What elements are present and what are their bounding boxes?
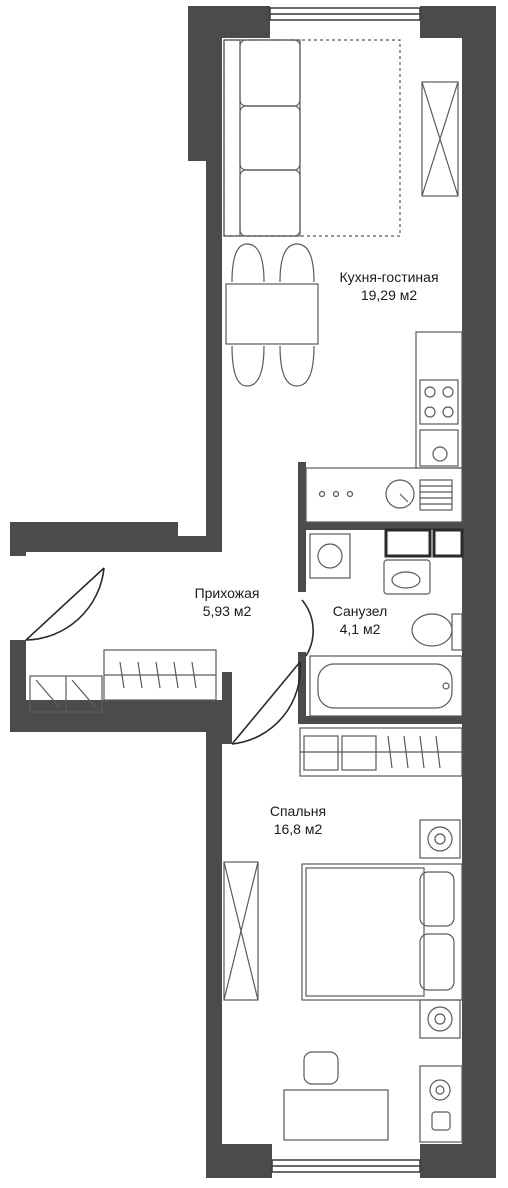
- wall-bottom-left: [206, 1144, 272, 1178]
- carpet: [223, 39, 401, 237]
- fixtures: [29, 39, 464, 1143]
- wall-left-upper-thin: [206, 150, 222, 540]
- shoe-cabinet: [29, 675, 103, 713]
- bathroom-label: Санузел 4,1 м2: [333, 602, 388, 638]
- bedroom-name: Спальня: [269, 803, 327, 819]
- wall-bath-vertical-upper: [298, 462, 306, 592]
- kitchen-label: Кухня-гостиная 19,29 м2: [339, 268, 438, 304]
- wall-bottom-right: [420, 1144, 496, 1178]
- bedroom-door-leaf: [231, 661, 301, 745]
- windows: [269, 7, 421, 1173]
- walls: [10, 6, 496, 1178]
- bedroom-wardrobe: [299, 727, 463, 777]
- nightstand-bottom: [419, 999, 461, 1039]
- bath-cabinets: [384, 528, 464, 558]
- dining-table: [225, 243, 319, 387]
- kitchen-counter-bottom: [305, 467, 463, 523]
- bathtub: [309, 655, 463, 717]
- wall-hall-left-upper: [10, 522, 26, 556]
- washing-machine: [309, 533, 351, 579]
- wall-hall-top-join: [176, 536, 222, 552]
- wall-left-lower: [206, 728, 222, 1178]
- wall-bath-vertical-lower: [298, 652, 306, 724]
- bedroom-area: 16,8 м2: [273, 821, 323, 837]
- bedroom-label: Спальня 16,8 м2: [270, 802, 326, 838]
- kitchen-counter: [415, 331, 463, 469]
- wall-hall-top: [10, 522, 178, 552]
- bathroom-door-swing: [301, 599, 314, 657]
- washbasin: [383, 559, 431, 595]
- wall-right: [462, 6, 496, 1178]
- tv-unit: [421, 81, 459, 197]
- sofa: [223, 39, 301, 237]
- wall-bath-top: [298, 522, 462, 530]
- wall-bath-bottom: [298, 716, 462, 724]
- bathroom-name: Санузел: [332, 603, 388, 619]
- entrance-door-swing: [25, 567, 105, 641]
- bed: [301, 863, 463, 1001]
- kitchen-area: 19,29 м2: [360, 287, 418, 303]
- wall-left-upper: [188, 6, 222, 161]
- corner-cabinet: [419, 1065, 463, 1143]
- nightstand-top: [419, 819, 461, 859]
- hallway-name: Прихожая: [194, 585, 260, 601]
- hallway-area: 5,93 м2: [202, 603, 252, 619]
- bedroom-door-swing: [231, 661, 302, 745]
- doors: [25, 567, 314, 745]
- kitchen-name: Кухня-гостиная: [339, 269, 439, 285]
- bedroom-tv: [223, 861, 259, 1001]
- bathroom-area: 4,1 м2: [339, 621, 381, 637]
- toilet: [411, 613, 463, 651]
- entrance-door-leaf: [25, 567, 105, 641]
- desk: [283, 1051, 389, 1141]
- wall-hall-bottom: [10, 700, 222, 732]
- hall-wardrobe: [103, 649, 217, 701]
- wall-bedroom-jamb: [222, 672, 232, 744]
- hallway-label: Прихожая 5,93 м2: [195, 584, 260, 620]
